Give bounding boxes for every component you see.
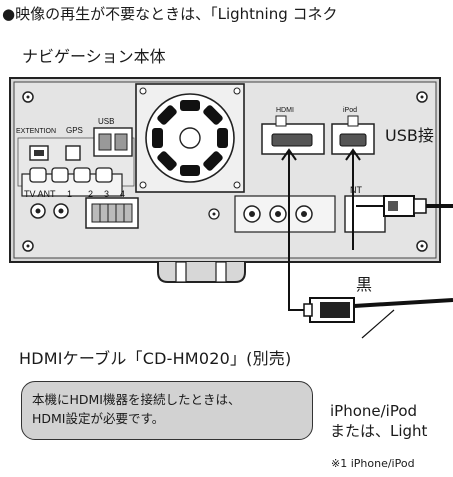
port-label-extension: EXTENTION bbox=[16, 128, 56, 135]
right-port-panel bbox=[208, 115, 386, 233]
note-line-1: 本機にHDMI機器を接続したときは、 bbox=[32, 392, 241, 407]
black-color-label: 黒 bbox=[356, 275, 373, 294]
hdmi-cable-line bbox=[281, 148, 310, 311]
port-label-ch1: 1 bbox=[67, 189, 72, 199]
usb-cable-label: USB接 bbox=[385, 126, 434, 145]
port-label-tv-ant: TV ANT bbox=[24, 189, 56, 199]
hdmi-cable-label: HDMIケーブル「CD-HM020」(別売) bbox=[19, 349, 292, 368]
screw-icon bbox=[22, 91, 428, 252]
hdmi-plug-icon bbox=[303, 297, 453, 323]
cooling-fan-icon bbox=[135, 83, 245, 193]
instruction-text-body: 映像の再生が不要なときは、「Lightning コネク bbox=[15, 5, 338, 23]
port-label-usb: USB bbox=[98, 117, 114, 126]
port-label-ch3: 3 bbox=[104, 189, 109, 199]
hdmi-label-leader bbox=[361, 309, 395, 339]
port-label-ipod: iPod bbox=[343, 107, 357, 114]
port-label-ant: NT bbox=[350, 185, 362, 195]
note-line-2: HDMI設定が必要です。 bbox=[32, 411, 165, 426]
side-text-line-1: iPhone/iPod bbox=[330, 402, 418, 420]
hdmi-setting-note: 本機にHDMI機器を接続したときは、 HDMI設定が必要です。 bbox=[21, 381, 313, 440]
bullet-icon: ● bbox=[2, 5, 16, 23]
port-label-hdmi: HDMI bbox=[276, 107, 294, 114]
side-text-line-2: または、Light bbox=[330, 422, 428, 440]
usb-plug-icon bbox=[356, 195, 453, 217]
left-port-panel bbox=[17, 127, 139, 229]
usb-cable-line bbox=[345, 148, 361, 250]
port-label-gps: GPS bbox=[66, 126, 83, 135]
port-label-ch2: 2 bbox=[88, 189, 93, 199]
instruction-text: ●映像の再生が不要なときは、「Lightning コネク bbox=[2, 3, 338, 24]
footnote: ※1 iPhone/iPod bbox=[331, 457, 415, 470]
port-label-ch4: 4 bbox=[120, 189, 125, 199]
unit-title: ナビゲーション本体 bbox=[22, 47, 166, 66]
